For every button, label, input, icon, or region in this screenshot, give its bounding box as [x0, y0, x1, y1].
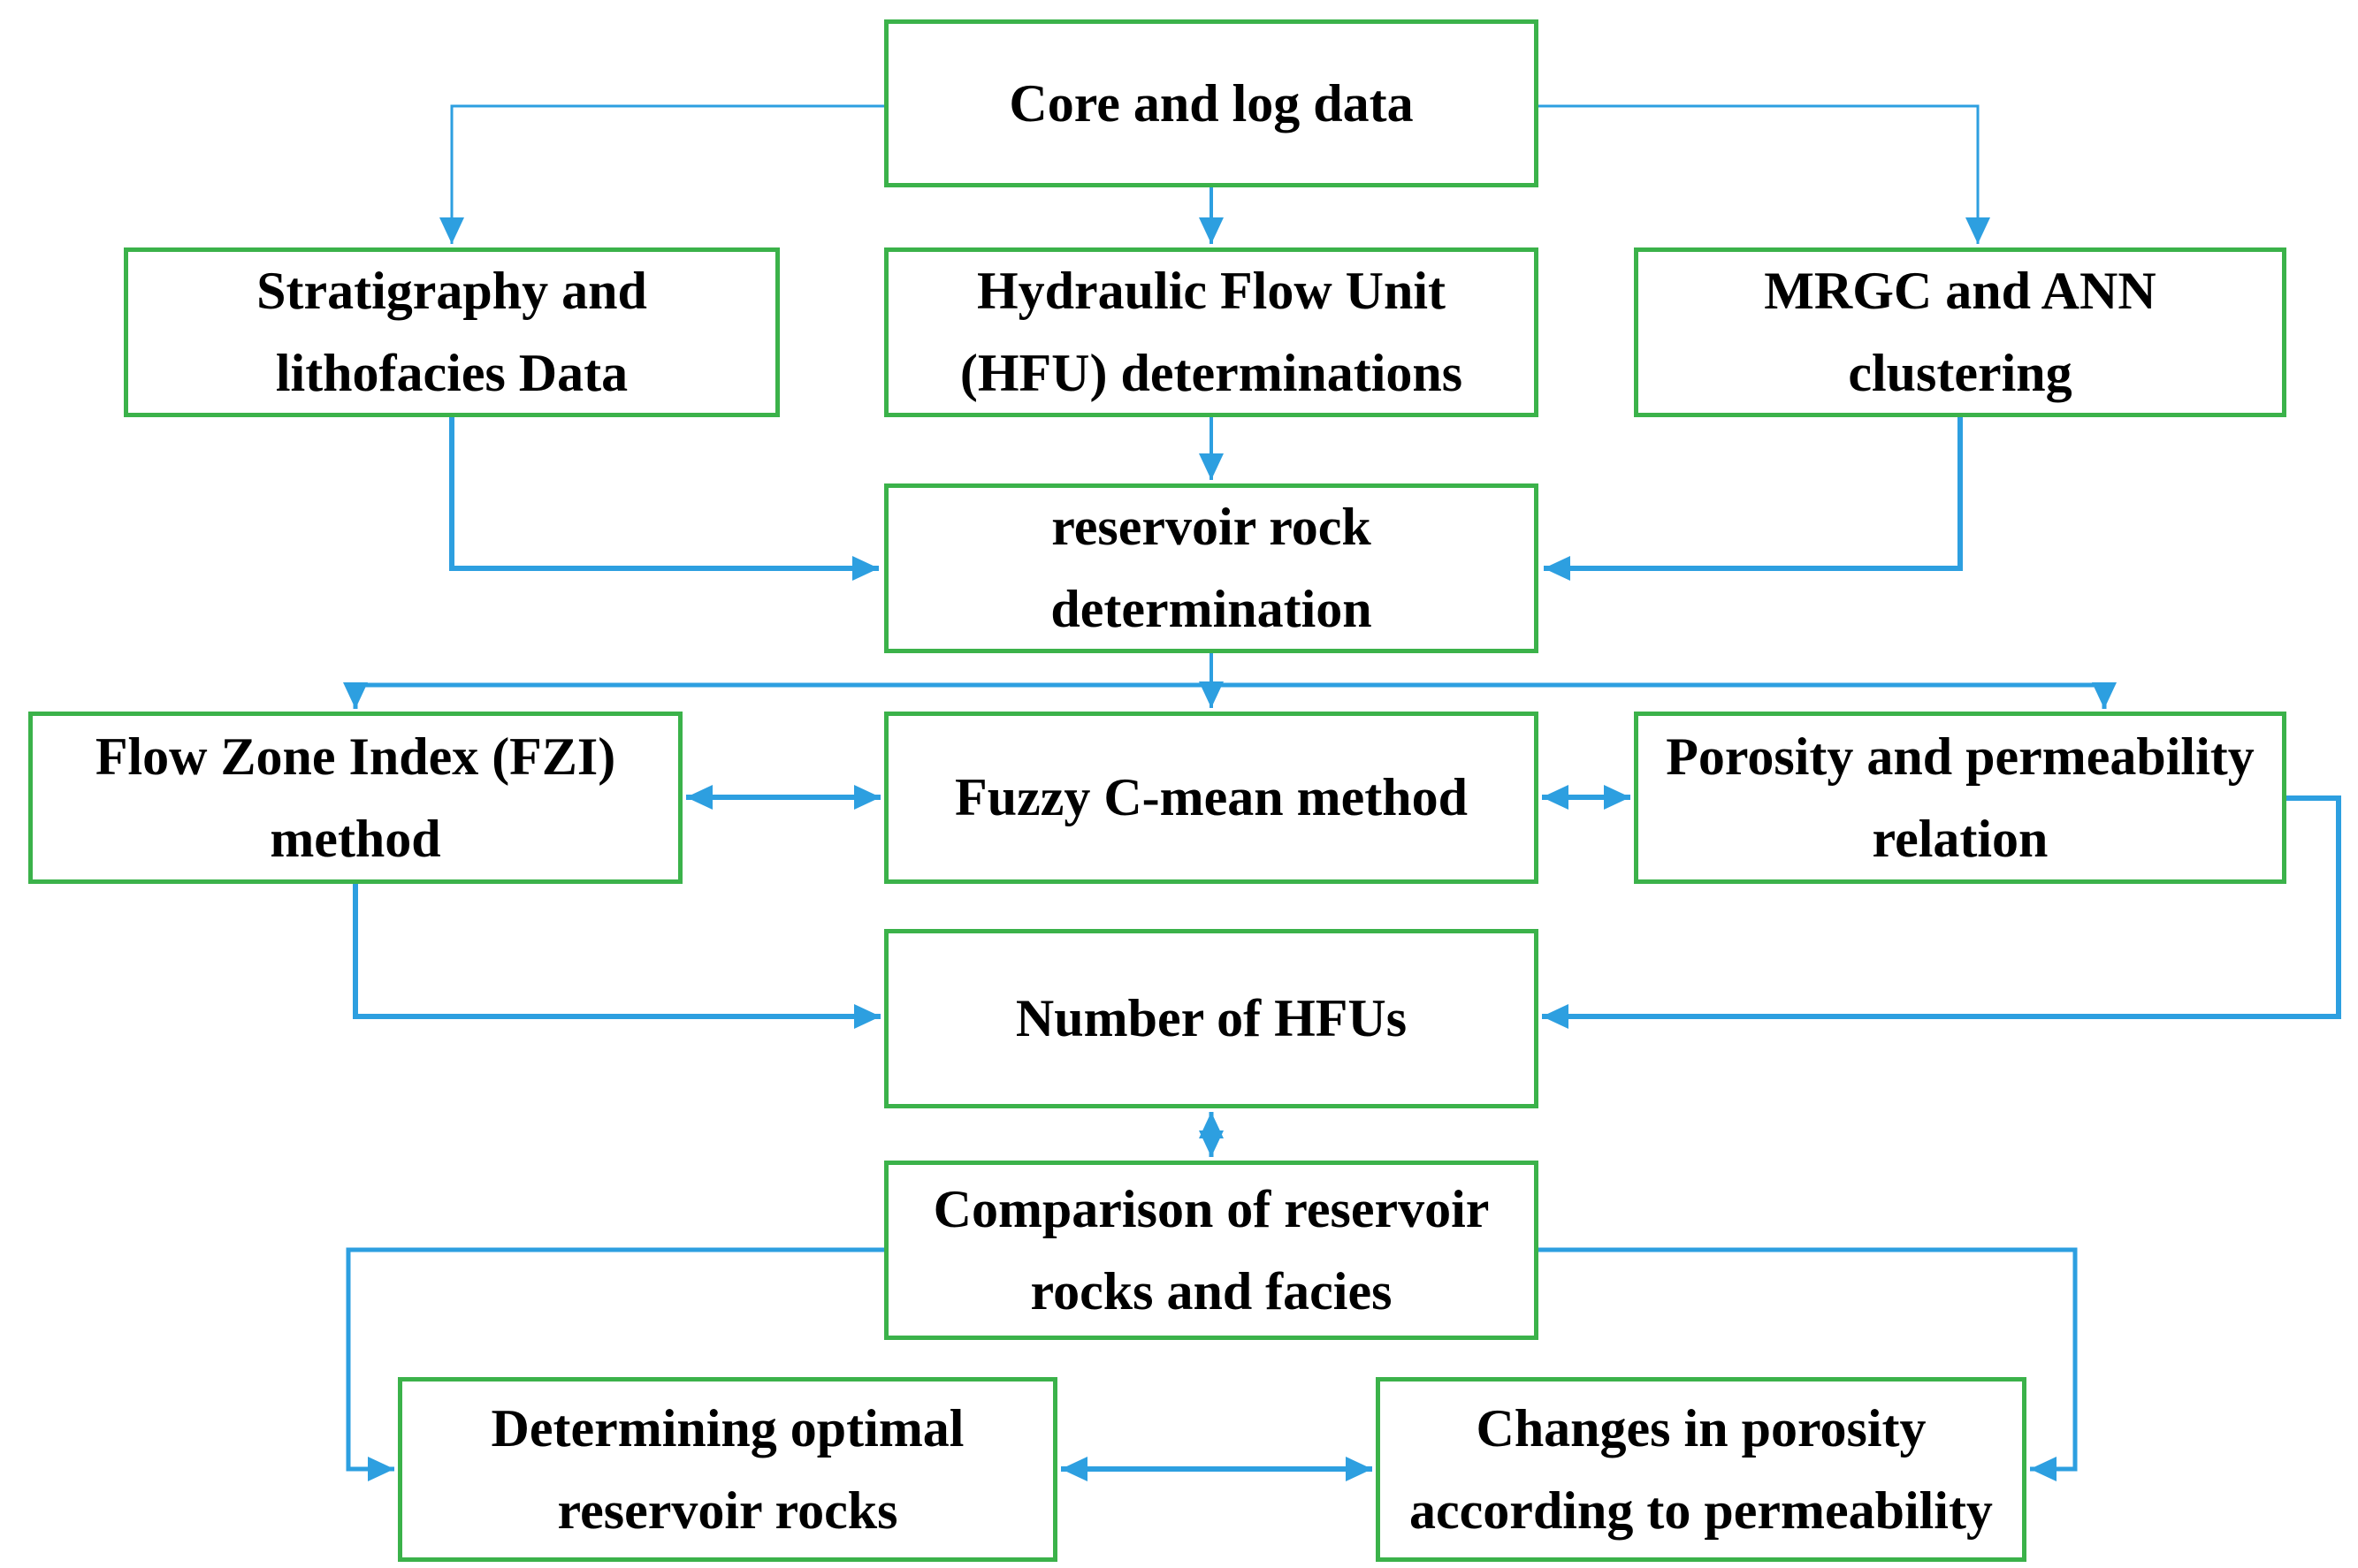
node-mrgc-ann-clustering: MRGC and ANN clustering [1634, 247, 2286, 417]
node-determining-optimal-rocks: Determining optimal reservoir rocks [398, 1377, 1057, 1562]
edge-comparison-to-changes [1538, 1247, 2078, 1481]
edge-core-to-stratigraphy [439, 104, 884, 244]
edge-reservoir-to-fzi [343, 682, 1211, 709]
node-hfu-determinations: Hydraulic Flow Unit (HFU) determinations [884, 247, 1538, 417]
node-reservoir-rock-determination: reservoir rock determination [884, 483, 1538, 653]
node-changes-porosity-permeability: Changes in porosity according to permeab… [1376, 1377, 2026, 1562]
edge-fzi-to-number [353, 884, 881, 1029]
node-number-of-hfus: Number of HFUs [884, 929, 1538, 1108]
node-comparison-rocks-facies: Comparison of reservoir rocks and facies [884, 1161, 1538, 1340]
edge-mrgc-to-reservoir [1544, 417, 1963, 581]
edge-stratigraphy-to-reservoir [449, 417, 879, 581]
node-porosity-permeability-relation: Porosity and permeability relation [1634, 712, 2286, 884]
edge-porosity-to-number [1542, 795, 2341, 1029]
node-core-and-log-data: Core and log data [884, 19, 1538, 187]
edge-reservoir-to-porosity [1211, 682, 2117, 709]
edge-comparison-to-determining [346, 1247, 884, 1481]
edge-core-to-mrgc [1538, 104, 1990, 244]
node-stratigraphy-lithofacies: Stratigraphy and lithofacies Data [124, 247, 780, 417]
node-fuzzy-c-mean: Fuzzy C-mean method [884, 712, 1538, 884]
node-fzi-method: Flow Zone Index (FZI) method [28, 712, 683, 884]
